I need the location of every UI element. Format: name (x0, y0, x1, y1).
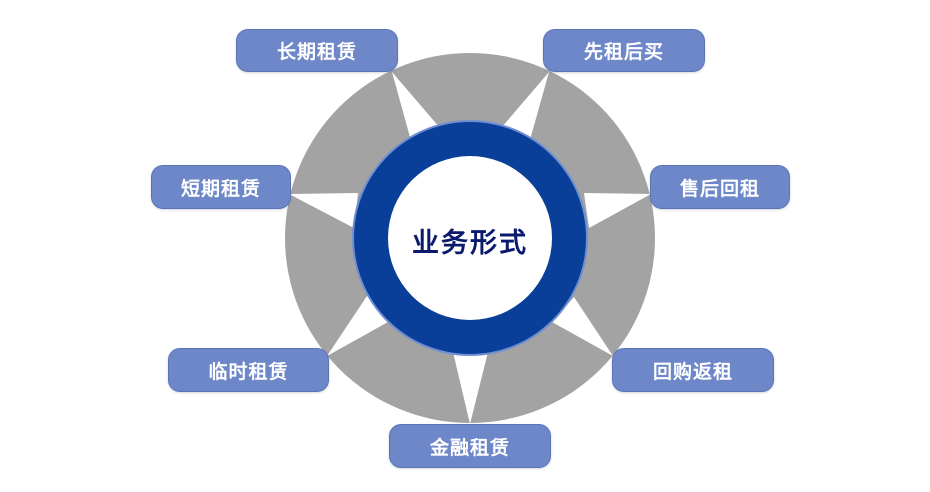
spike-buyback-leaseback (552, 297, 613, 356)
node-long-term: 长期租赁 (236, 29, 398, 72)
node-sale-leaseback: 售后回租 (650, 165, 790, 209)
node-temporary: 临时租赁 (168, 348, 329, 392)
center-circle (388, 156, 552, 320)
spike-sale-leaseback (584, 193, 651, 228)
node-financial: 金融租赁 (389, 424, 551, 468)
node-rent-to-own: 先租后买 (543, 29, 705, 72)
spike-financial (453, 352, 488, 424)
spike-temporary (327, 296, 388, 356)
spike-short-term (289, 193, 358, 228)
spike-rent-to-own (502, 72, 549, 147)
node-buyback-leaseback: 回购返租 (612, 348, 774, 392)
center-title: 业务形式 (412, 227, 528, 259)
node-short-term: 短期租赁 (151, 165, 291, 209)
